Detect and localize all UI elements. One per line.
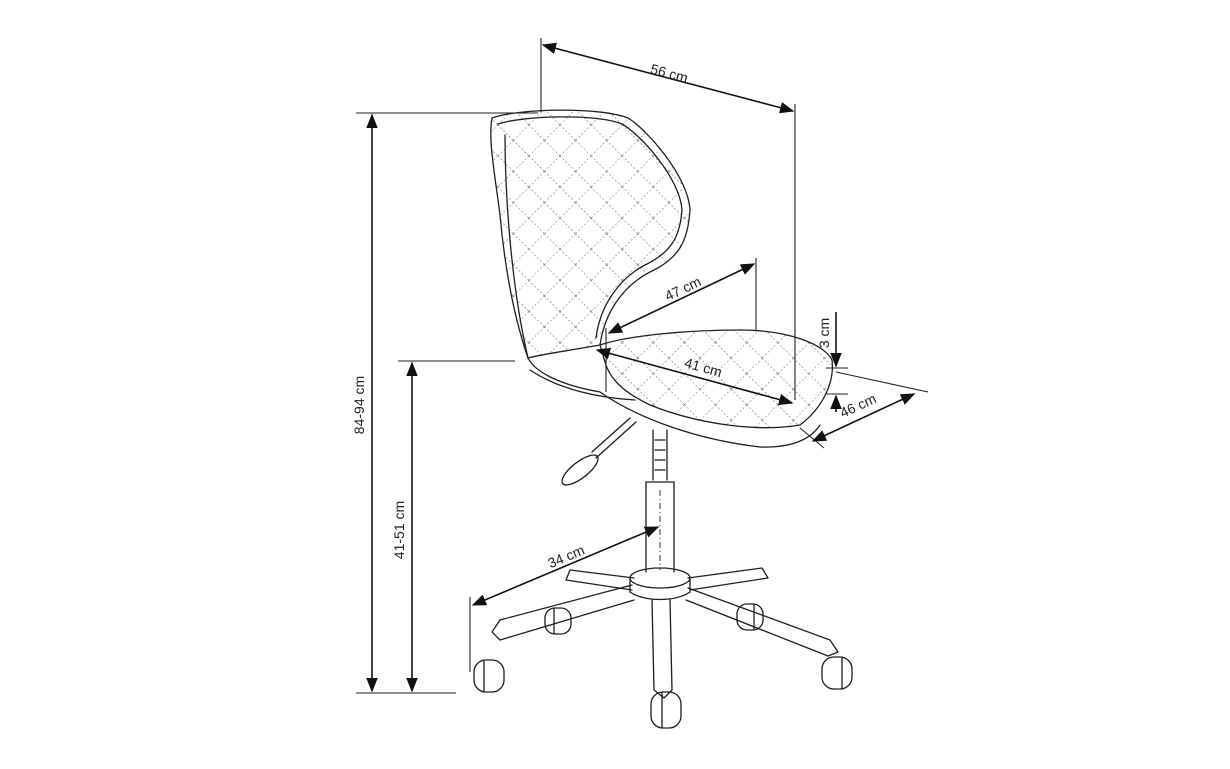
backrest [490, 109, 691, 359]
gas-lift-column [645, 429, 675, 573]
total-height-label: 84-94 cm [351, 376, 367, 434]
backrest-width-label: 47 cm [662, 273, 703, 304]
seat-thickness-label: 3 cm [816, 318, 832, 348]
caster-wheels [473, 603, 853, 729]
width-label: 56 cm [649, 61, 690, 86]
seat-height-label: 41-51 cm [391, 501, 407, 559]
backrest-width-dimension-line [607, 263, 756, 334]
seat-width-label: 46 cm [837, 390, 878, 421]
base-radius-label: 34 cm [545, 542, 586, 572]
height-lever [561, 417, 637, 486]
dimension-lines [356, 38, 929, 694]
seat-depth-dimension-line [595, 347, 794, 406]
base-hub [629, 567, 691, 601]
base-radius-dimension-line [471, 526, 660, 606]
width-dimension-line [541, 42, 795, 114]
seat-width-dimension-line [811, 393, 916, 442]
